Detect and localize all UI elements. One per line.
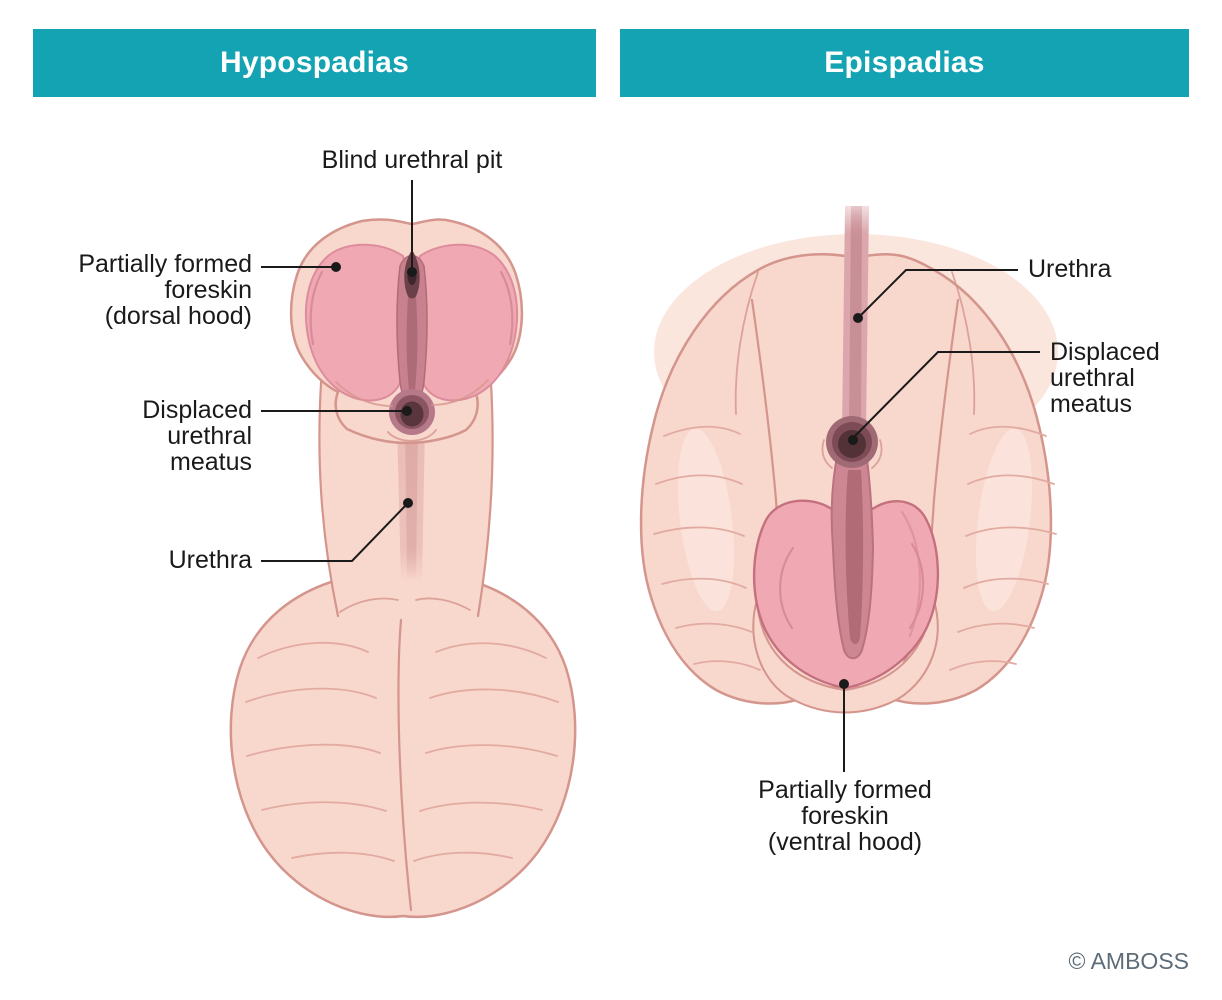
label-displaced-meatus-right: Displaced urethral meatus — [1050, 338, 1160, 418]
amboss-credit: © AMBOSS — [1068, 948, 1189, 974]
label-urethra-left: Urethra — [168, 546, 252, 574]
hypospadias-title: Hypospadias — [33, 29, 596, 97]
hypospadias-figure — [229, 180, 577, 919]
label-displaced-meatus-left: Displaced urethral meatus — [142, 396, 252, 476]
label-ventral-hood: Partially formed foreskin (ventral hood) — [758, 776, 932, 856]
epispadias-leader-lines — [839, 269, 1040, 772]
epispadias-figure — [639, 206, 1058, 772]
scrotum — [229, 570, 577, 919]
scrotal-raphe — [397, 618, 413, 912]
label-dorsal-hood: Partially formed foreskin (dorsal hood) — [78, 250, 252, 330]
scrotum-wrinkles — [245, 641, 559, 862]
glans-right-lobe — [414, 243, 519, 402]
label-urethra-right: Urethra — [1028, 255, 1112, 283]
epispadias-title: Epispadias — [620, 29, 1189, 97]
hypospadias-leader-lines — [261, 180, 417, 562]
label-blind-urethral-pit: Blind urethral pit — [321, 146, 503, 174]
scrotum-wrinkles-right — [653, 425, 1057, 671]
ventral-hood-foreskin — [752, 597, 939, 714]
